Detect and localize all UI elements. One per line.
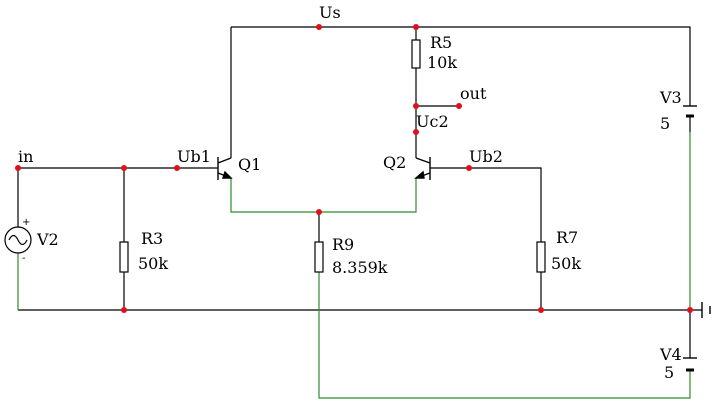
component-label-r7: R7 [556,228,578,247]
v2-minus-sign: - [22,253,26,264]
node-in [15,165,21,171]
net-label-in: in [18,147,33,166]
resistor-r3[interactable] [119,241,129,273]
node-out-junction [413,103,419,109]
node-r3-top [121,165,127,171]
node-ground [687,307,693,313]
node-us [316,24,322,30]
node-emitter [316,209,322,215]
component-label-r5: R5 [430,33,452,52]
battery-v3[interactable] [683,105,697,118]
net-label-us: Us [319,3,341,22]
node-r7-ground [538,307,544,313]
transistor-q1[interactable] [217,157,233,180]
node-ub2 [466,165,472,171]
component-label-r9: R9 [332,235,354,254]
component-label-q1: Q1 [238,155,261,174]
net-label-ub2: Ub2 [469,147,503,166]
component-value-r7: 50k [551,254,581,273]
component-value-r3: 50k [138,254,168,273]
node-out [456,103,462,109]
wires-main [17,26,702,358]
component-label-r3: R3 [141,229,163,248]
component-value-v3: 5 [660,114,670,133]
nodes [15,24,693,313]
transistor-q2[interactable] [414,157,431,180]
resistor-r9[interactable] [314,241,324,273]
component-label-v3: V3 [659,88,682,107]
resistors [119,39,546,273]
node-uc2 [413,129,419,135]
net-label-out: out [460,84,487,103]
resistor-r7[interactable] [536,241,546,273]
component-value-r9: 8.359k [332,258,388,277]
labels: Us R5 10k out Uc2 V3 5 in Ub1 Q1 Q2 Ub2 … [18,3,682,382]
wire-emitter-bus [230,178,417,213]
battery-v4[interactable] [683,357,697,372]
wire-r9-return [318,272,691,399]
component-label-v4: V4 [659,345,682,364]
resistor-r5[interactable] [411,39,421,69]
net-label-uc2: Uc2 [416,112,449,131]
wires-green [17,132,691,399]
node-r3-ground [121,307,127,313]
wire-us-rail [231,26,691,106]
ground-icon [701,302,711,318]
net-label-ub1: Ub1 [177,147,211,166]
component-label-v2: V2 [36,230,59,249]
node-ub1 [174,165,180,171]
component-value-v4: 5 [664,363,674,382]
v2-plus-sign: + [22,217,30,228]
component-label-q2: Q2 [383,153,406,172]
node-us-r5 [413,24,419,30]
component-value-r5: 10k [427,53,457,72]
ac-source-v2[interactable] [4,226,32,254]
